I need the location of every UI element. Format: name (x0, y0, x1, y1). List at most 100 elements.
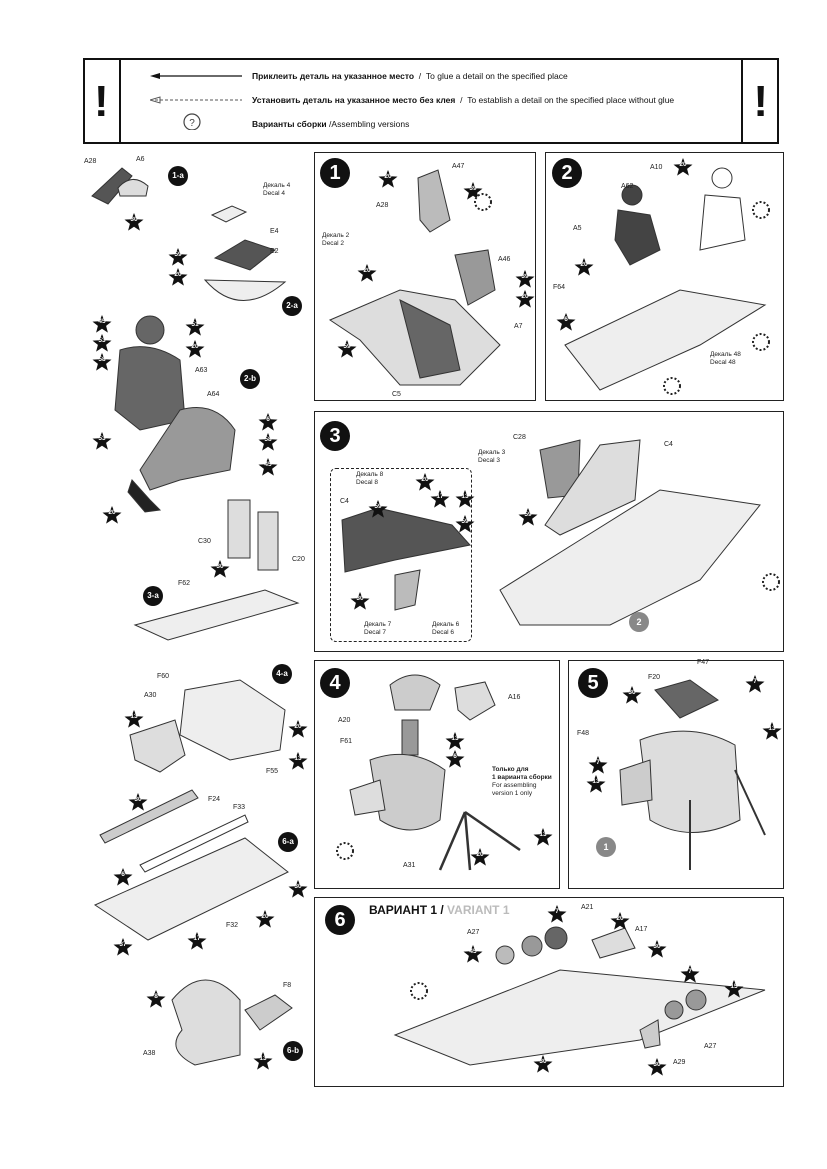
color-star-icon: 20 (102, 506, 122, 524)
color-star-icon: 39 (463, 182, 483, 200)
part-label: C5 (392, 391, 401, 398)
color-star-icon: 8 (146, 990, 166, 1008)
color-star-icon: 6 (258, 413, 278, 431)
color-number: 7 (688, 968, 692, 975)
part-label: C28 (513, 434, 526, 441)
color-star-icon: 58 (258, 433, 278, 451)
substep-badge: 3-a (143, 586, 163, 606)
part-label: F20 (648, 674, 661, 681)
color-number: 53 (98, 435, 106, 442)
part-label: A21 (581, 904, 594, 911)
color-number: 6 (564, 316, 568, 323)
color-number: 51 (191, 321, 199, 328)
color-number: 59 (343, 343, 351, 350)
color-number: 59 (374, 503, 382, 510)
svg-text:?: ? (189, 118, 195, 129)
part-label: F60 (157, 673, 170, 680)
part-label: A64 (207, 391, 220, 398)
legend-divider-left (119, 60, 121, 142)
color-number: 30 (356, 595, 364, 602)
step-5-panel (568, 660, 784, 889)
color-star-icon: 59 (337, 340, 357, 358)
color-star-icon: 17 (187, 932, 207, 950)
color-number: 13 (451, 735, 459, 742)
part-label: F62 (178, 580, 191, 587)
color-number: 7 (555, 908, 559, 915)
legend-row-glue: Приклеить деталь на указанное место / To… (252, 71, 568, 81)
part-label: A7 (514, 323, 523, 330)
color-number: 30 (653, 943, 661, 950)
legend-box: ! ! (83, 58, 779, 144)
assembling-version-icon (762, 573, 780, 591)
legend-arrows: ? (150, 73, 242, 130)
part-label: E4 (270, 228, 279, 235)
part-label: A27 (704, 1043, 717, 1050)
color-star-icon: 13 (124, 710, 144, 728)
part-label: F32 (226, 922, 239, 929)
step-number: 4 (320, 668, 350, 698)
color-star-icon: 20 (673, 158, 693, 176)
color-star-icon: 59 (455, 515, 475, 533)
color-number: 20 (363, 267, 371, 274)
step-2-panel (545, 152, 784, 401)
color-star-icon: 13 (445, 732, 465, 750)
exclamation-icon: ! (753, 77, 768, 126)
part-label: A10 (650, 164, 663, 171)
color-star-icon: 7 (588, 756, 608, 774)
version-1-only-note: Только для 1 варианта сборки For assembl… (492, 766, 552, 797)
color-number: 13 (259, 1055, 267, 1062)
color-star-icon: 20 (255, 910, 275, 928)
color-star-icon: 20 (610, 912, 630, 930)
exclamation-icon: ! (94, 77, 109, 126)
part-label: F47 (697, 659, 710, 666)
assembling-version-icon (474, 193, 492, 211)
color-number: 58 (98, 356, 106, 363)
color-star-icon: 30 (622, 686, 642, 704)
color-star-icon: 6 (445, 750, 465, 768)
color-number: 53 (98, 337, 106, 344)
color-star-icon: 20 (574, 258, 594, 276)
color-star-icon: 13 (253, 1052, 273, 1070)
part-label: F24 (208, 796, 221, 803)
color-number: 6 (266, 416, 270, 423)
color-number: 37 (119, 941, 127, 948)
color-star-icon: 51 (185, 318, 205, 336)
color-star-icon: 53 (92, 432, 112, 450)
color-star-icon: 13 (762, 722, 782, 740)
color-number: 30 (216, 563, 224, 570)
color-number: 58 (264, 436, 272, 443)
part-label: A46 (498, 256, 511, 263)
variant-title: ВАРИАНТ 1 / VARIANT 1 (369, 903, 510, 917)
color-number: 13 (768, 725, 776, 732)
color-number: 45 (264, 461, 272, 468)
color-star-icon: 37 (113, 938, 133, 956)
color-number: 13 (592, 778, 600, 785)
assembling-version-icon (336, 842, 354, 860)
color-number: 39 (469, 185, 477, 192)
color-star-icon: 20 (415, 473, 435, 491)
color-number: 20 (679, 161, 687, 168)
part-label: A31 (403, 862, 416, 869)
part-label: F8 (283, 982, 292, 989)
part-label: A27 (467, 929, 480, 936)
color-number: 20 (616, 915, 624, 922)
part-label: A28 (84, 158, 97, 165)
step-6-panel (314, 897, 784, 1087)
color-number: 6 (453, 753, 457, 760)
part-label: C4 (664, 441, 673, 448)
part-label: A63 (195, 367, 208, 374)
color-star-icon: 30 (128, 793, 148, 811)
part-label: F61 (340, 738, 353, 745)
color-star-icon: 30 (210, 560, 230, 578)
part-label: E2 (270, 248, 279, 255)
substep-badge: 1-a (168, 166, 188, 186)
part-label: C20 (292, 556, 305, 563)
color-star-icon: 20 (185, 340, 205, 358)
color-star-icon: 20 (288, 720, 308, 738)
color-star-icon: 45 (463, 945, 483, 963)
